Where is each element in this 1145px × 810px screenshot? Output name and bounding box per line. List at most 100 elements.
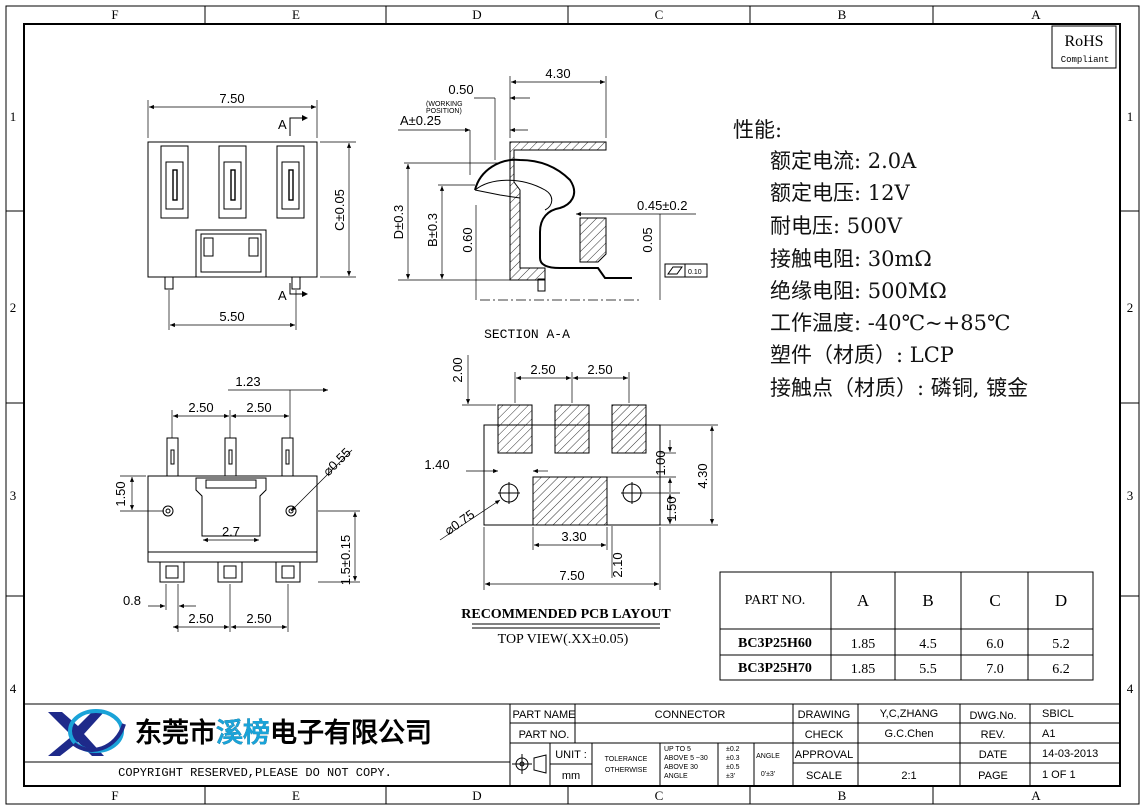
- dim-bot-250c: 2.50: [188, 611, 213, 626]
- table-cell: 6.2: [1052, 662, 1070, 677]
- dim-front-c: C±0.05: [332, 189, 347, 231]
- dim-pcb-330: 3.30: [561, 529, 586, 544]
- dim-pcb-140: 1.40: [424, 457, 449, 472]
- dim-sect-a: A±0.25: [400, 113, 441, 128]
- spec-line: 额定电流: 2.0A: [770, 149, 917, 173]
- spec-line: 接触点（材质）: 磷铜, 镀金: [770, 376, 1028, 400]
- dim-pcb-075: ⌀0.75: [442, 507, 478, 538]
- drawing-value: Y,C,ZHANG: [880, 708, 938, 720]
- col-label: B: [838, 7, 847, 22]
- table-cell: 1.85: [851, 662, 876, 677]
- working-pos-1: (WORKING: [426, 101, 463, 108]
- row-label: 1: [1127, 109, 1134, 124]
- drawing-frame: F E D C B A F E D C B A 1 2 3 4 1 2 3 4: [5, 5, 1140, 805]
- dim-pcb-250b: 2.50: [587, 362, 612, 377]
- col-label: C: [655, 788, 664, 803]
- tolerance-label: TOLERANCE: [605, 756, 648, 763]
- tol-row: ABOVE 30: [664, 764, 698, 771]
- rev-label: REV.: [981, 729, 1006, 741]
- rohs-subtitle: Compliant: [1061, 55, 1110, 65]
- page-value: 1 OF 1: [1042, 769, 1076, 781]
- part-no-label: PART NO.: [519, 729, 570, 741]
- pcb-layout: 2.00 2.50 2.50 1.40 1.00 4.30 ⌀0.75 1.50…: [424, 355, 718, 647]
- table-cell: 6.0: [986, 637, 1004, 652]
- dim-bot-250d: 2.50: [246, 611, 271, 626]
- dim-pcb-210: 2.10: [610, 552, 625, 577]
- section-view: 4.30 0.50 (WORKING POSITION) A±0.25 D±0.…: [391, 66, 708, 342]
- pcb-subtitle: TOP VIEW(.XX±0.05): [498, 632, 629, 647]
- tol-val: ±3': [726, 773, 735, 780]
- angle-value: 0'±3': [761, 771, 775, 778]
- tol-row: ANGLE: [664, 773, 688, 780]
- dim-sect-045: 0.45±0.2: [637, 198, 688, 213]
- spec-line: 耐电压: 500V: [770, 214, 903, 238]
- table-cell: BC3P25H60: [738, 636, 812, 651]
- front-view: 7.50 C±0.05 5.50 A A: [147, 91, 356, 330]
- table-cell: 5.5: [919, 662, 937, 677]
- dwg-value: SBICL: [1042, 708, 1074, 720]
- col-label: F: [111, 7, 118, 22]
- date-value: 14-03-2013: [1042, 748, 1098, 760]
- table-header: A: [857, 591, 870, 610]
- col-label: F: [111, 788, 118, 803]
- dim-pcb-250a: 2.50: [530, 362, 555, 377]
- dim-bot-250a: 2.50: [188, 400, 213, 415]
- part-name-value: CONNECTOR: [655, 709, 726, 721]
- section-mark-top: A: [278, 117, 287, 132]
- date-label: DATE: [979, 749, 1008, 761]
- dim-bot-150: 1.50: [113, 481, 128, 506]
- part-table: PART NO. A B C D BC3P25H60 1.85 4.5 6.0 …: [719, 571, 1094, 681]
- tol-val: ±0.2: [726, 746, 740, 753]
- dim-sect-050: 0.50: [448, 82, 473, 97]
- spec-list: 性能: 额定电流: 2.0A 额定电压: 12V 耐电压: 500V 接触电阻:…: [733, 118, 1028, 400]
- unit-label: UNIT :: [555, 749, 587, 761]
- col-label: E: [292, 788, 300, 803]
- company-name: 东莞市溪榜电子有限公司: [135, 717, 432, 749]
- tol-val: ±0.3: [726, 755, 740, 762]
- dim-bot-08: 0.8: [123, 593, 141, 608]
- spec-line: 额定电压: 12V: [770, 181, 910, 205]
- dim-pcb-750: 7.50: [559, 568, 584, 583]
- dim-pcb-150: 1.50: [664, 496, 679, 521]
- spec-line: 工作温度: -40℃~+85℃: [770, 311, 1010, 335]
- row-label: 2: [10, 300, 17, 315]
- section-mark-bottom: A: [278, 288, 287, 303]
- dim-sect-430: 4.30: [545, 66, 570, 81]
- dim-front-pitch: 5.50: [219, 309, 244, 324]
- working-pos-2: POSITION): [426, 108, 462, 115]
- spec-line: 接触电阻: 30mΩ: [770, 247, 932, 271]
- table-header: C: [989, 591, 1000, 610]
- projection-symbol: [512, 754, 547, 774]
- table-cell: 1.85: [851, 637, 876, 652]
- check-value: G.C.Chen: [885, 728, 934, 740]
- dim-sect-d: D±0.3: [391, 205, 406, 240]
- row-label: 3: [1127, 488, 1134, 503]
- table-header: PART NO.: [745, 593, 806, 608]
- scale-label: SCALE: [806, 770, 842, 782]
- dim-bot-250b: 2.50: [246, 400, 271, 415]
- spec-line: 绝缘电阻: 500MΩ: [770, 279, 947, 303]
- angle-label: ANGLE: [756, 753, 780, 760]
- row-label: 4: [10, 681, 17, 696]
- row-label: 3: [10, 488, 17, 503]
- col-label: A: [1031, 788, 1041, 803]
- page-label: PAGE: [978, 770, 1008, 782]
- dim-bot-27: 2.7: [222, 524, 240, 539]
- row-label: 2: [1127, 300, 1134, 315]
- otherwise-label: OTHERWISE: [605, 767, 648, 774]
- bottom-view: 1.23 2.50 2.50 ⌀0.55 1.50 2.7 1.5±0.15 0…: [113, 374, 360, 632]
- tol-row: UP TO 5: [664, 746, 691, 753]
- rev-value: A1: [1042, 728, 1055, 740]
- company-logo: [48, 709, 126, 756]
- approval-label: APPROVAL: [795, 749, 854, 761]
- table-header: D: [1055, 591, 1067, 610]
- dim-bot-123: 1.23: [235, 374, 260, 389]
- rohs-mark: RoHS Compliant: [1051, 25, 1117, 69]
- col-label: E: [292, 7, 300, 22]
- dim-pcb-100: 1.00: [653, 450, 668, 475]
- dwg-label: DWG.No.: [969, 710, 1016, 722]
- col-label: D: [472, 7, 481, 22]
- table-header: B: [922, 591, 933, 610]
- table-cell: BC3P25H70: [738, 661, 812, 676]
